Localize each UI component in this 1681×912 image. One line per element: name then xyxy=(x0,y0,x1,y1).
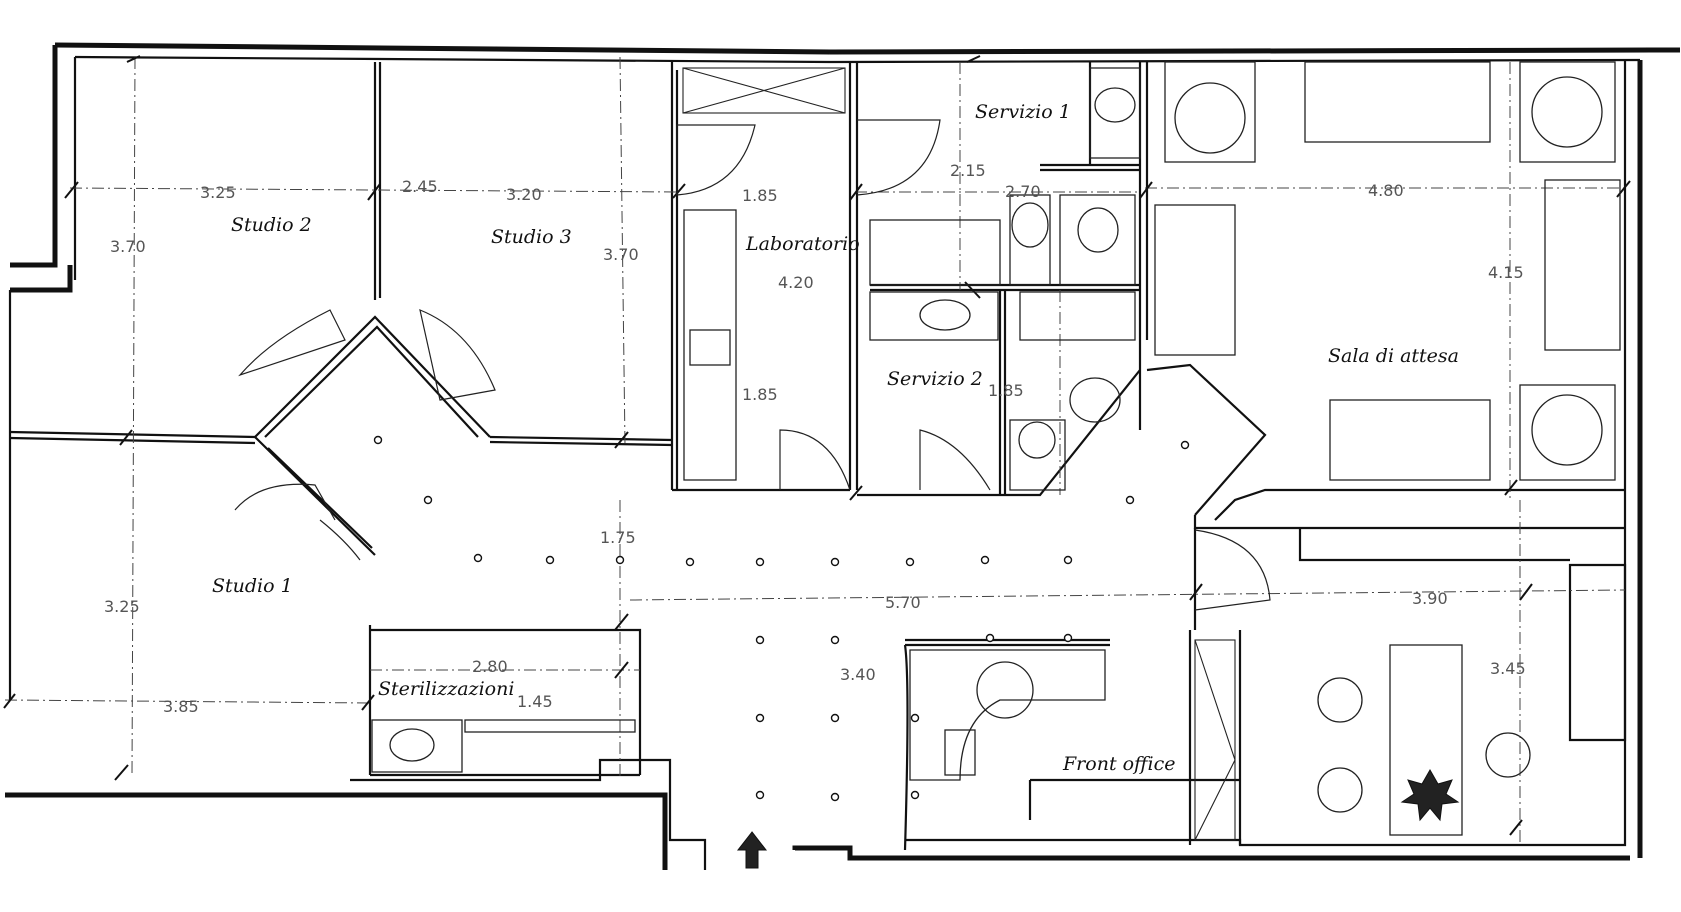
dim-label: 1.85 xyxy=(988,381,1024,400)
doors xyxy=(234,119,1271,841)
dim-label: 1.85 xyxy=(742,385,778,404)
dimension-lines xyxy=(3,55,1631,845)
dim-label: 2.45 xyxy=(402,177,438,196)
label-studio1: Studio 1 xyxy=(212,575,293,597)
label-sala-attesa: Sala di attesa xyxy=(1328,345,1459,367)
dim-label: 1.85 xyxy=(742,186,778,205)
fixtures xyxy=(371,61,1621,836)
outer-walls xyxy=(5,42,1680,870)
dimension-labels: 3.25 2.45 3.20 3.70 3.70 1.85 4.20 1.85 … xyxy=(104,161,1526,716)
dim-label: 3.40 xyxy=(840,665,876,684)
dim-label: 4.80 xyxy=(1368,181,1404,200)
label-front-office: Front office xyxy=(1062,753,1175,775)
dim-label: 2.80 xyxy=(472,657,508,676)
dim-label: 5.70 xyxy=(885,593,921,612)
dim-label: 3.90 xyxy=(1412,589,1448,608)
label-laboratorio: Laboratorio xyxy=(745,233,860,255)
dim-label: 3.25 xyxy=(104,597,140,616)
entrance-arrow-icon xyxy=(736,831,768,869)
room-labels: Studio 2 Studio 3 Laboratorio Servizio 1… xyxy=(212,101,1459,775)
label-servizio1: Servizio 1 xyxy=(975,101,1071,123)
ceiling-lights xyxy=(373,435,1190,802)
dim-label: 3.85 xyxy=(163,697,199,716)
dim-label: 2.15 xyxy=(950,161,986,180)
dim-label: 3.20 xyxy=(506,185,542,204)
dim-label: 3.70 xyxy=(603,245,639,264)
dim-label: 3.45 xyxy=(1490,659,1526,678)
label-studio2: Studio 2 xyxy=(231,214,312,236)
dim-label: 4.15 xyxy=(1488,263,1524,282)
dim-label: 3.25 xyxy=(200,183,236,202)
dim-label: 3.70 xyxy=(110,237,146,256)
label-servizio2: Servizio 2 xyxy=(887,368,983,390)
dim-label: 4.20 xyxy=(778,273,814,292)
dim-label: 1.45 xyxy=(517,692,553,711)
dim-label: 1.75 xyxy=(600,528,636,547)
label-sterilizzazioni: Sterilizzazioni xyxy=(378,678,514,700)
dim-label: 2.70 xyxy=(1005,182,1041,201)
label-studio3: Studio 3 xyxy=(491,226,572,248)
